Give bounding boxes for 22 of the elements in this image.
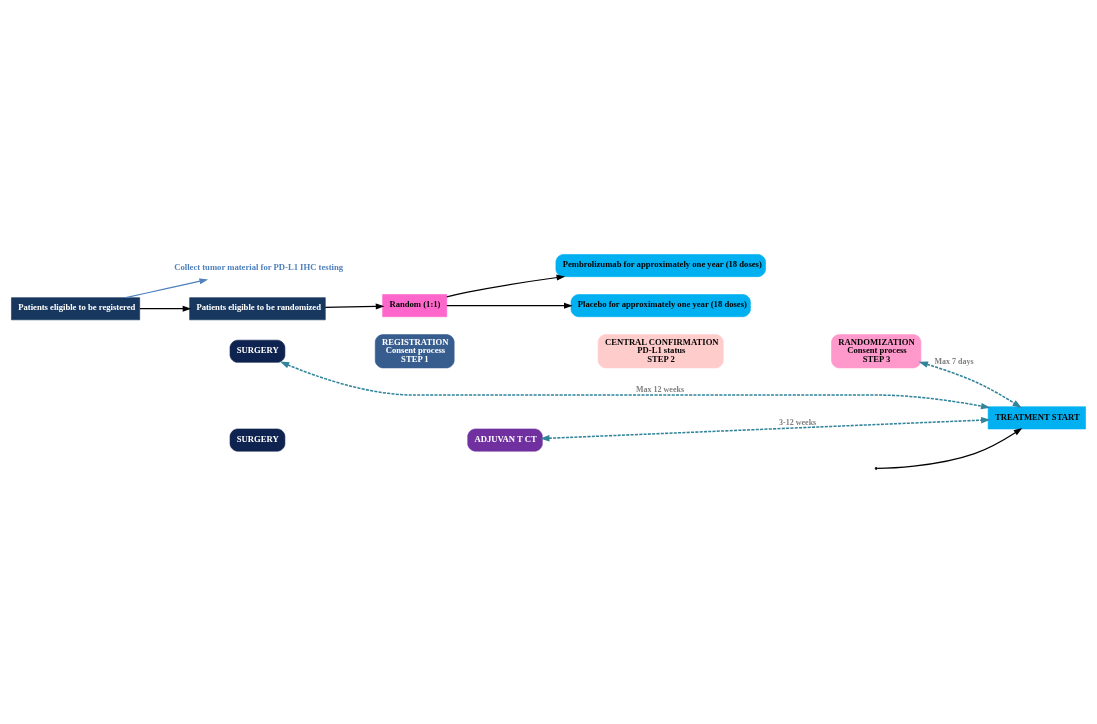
arrow xyxy=(876,428,1023,470)
arrow xyxy=(446,274,566,298)
node-box: CENTRAL CONFIRMATION PD-L1 status STEP 2 xyxy=(597,334,724,369)
arrow xyxy=(139,305,192,312)
node-box: Pembrolizumab for approximately one year (18 doses) xyxy=(555,254,766,277)
arrow xyxy=(446,302,573,309)
node-box: Random (1:1) xyxy=(382,294,448,318)
node-box: RANDOMIZATION Consent process STEP 3 xyxy=(831,334,922,369)
arrow xyxy=(540,416,991,442)
node-box: TREATMENT START xyxy=(987,406,1086,430)
node-box: REGISTRATION Consent process STEP 1 xyxy=(374,334,455,369)
arrow xyxy=(324,303,385,310)
node-box: SURGERY xyxy=(229,428,286,452)
node-text: Collect tumor material for PD-L1 IHC testing xyxy=(174,262,344,273)
arrow xyxy=(918,361,1022,408)
arrow xyxy=(125,278,209,299)
node-box: SURGERY xyxy=(229,339,286,363)
node-box: Placebo for approximately one year (18 doses) xyxy=(570,294,751,318)
node-box: Patients eligible to be registered xyxy=(11,297,140,321)
node-box: Patients eligible to be randomized xyxy=(189,297,326,321)
node-box: ADJUVAN T CT xyxy=(467,428,543,452)
arrow xyxy=(279,361,991,410)
